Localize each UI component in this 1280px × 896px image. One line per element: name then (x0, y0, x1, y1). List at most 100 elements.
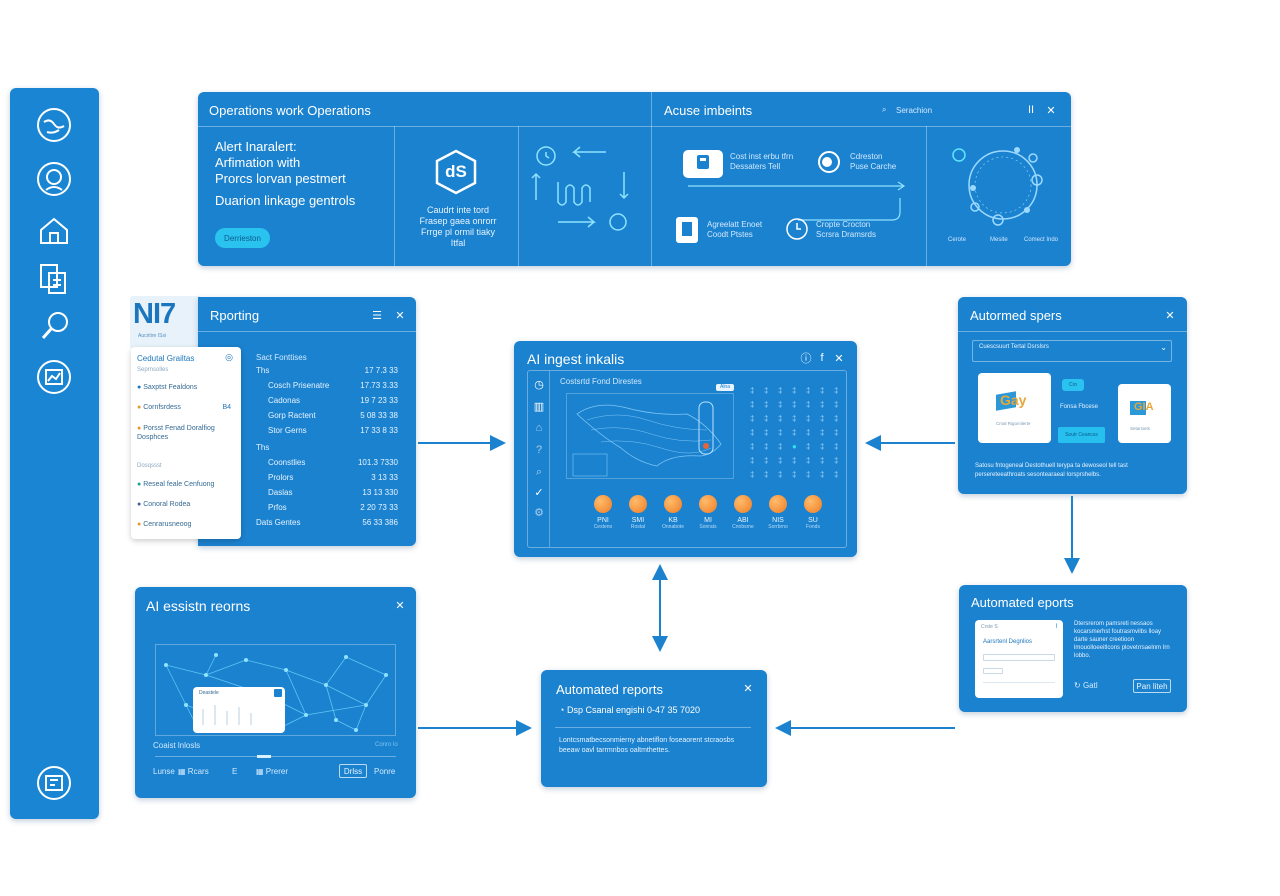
operations-panel: Operations work Operations Acuse imbeint… (198, 92, 1071, 266)
orbit-label: Mesite (990, 237, 1008, 243)
flow-item-text: Cropte Crocton Scrsra Dramsrds (816, 220, 876, 240)
grid-mark: ‡ (764, 456, 768, 465)
close-icon[interactable]: ✕ (743, 682, 753, 695)
clock-icon[interactable] (785, 217, 809, 241)
dropdown-input[interactable]: Cuescsuurt Tertal Dsrslsrs ⌄ (972, 340, 1172, 362)
table-row[interactable]: Ths (256, 443, 398, 457)
pan-liteh-button[interactable]: Pan liteh (1133, 679, 1171, 693)
drlss-button[interactable]: Drlss (339, 764, 367, 778)
logo-text: NI7 (133, 298, 176, 330)
row-value: 101.3 7330 (357, 458, 398, 467)
form-card[interactable]: Crste S ⌇ Aarsrtenl Degnlios (975, 620, 1063, 698)
chart-icon[interactable] (35, 358, 73, 396)
duration-line: Duarion linkage gentrols (215, 193, 356, 208)
search-field[interactable]: ⌕ Serachion (880, 102, 1010, 120)
search-icon[interactable]: ⌕ (535, 465, 543, 478)
card-section: Dosqssst (137, 463, 162, 469)
globe-icon[interactable] (35, 106, 73, 144)
filter-icon[interactable]: f (820, 352, 824, 364)
edit-icon[interactable] (274, 689, 282, 697)
help-icon[interactable]: ? (535, 444, 543, 456)
lock-icon[interactable]: ⌂ (535, 422, 543, 434)
middle-button[interactable]: Soutr Ceancss (1058, 427, 1105, 443)
close-icon[interactable]: ✕ (395, 309, 405, 322)
close-icon[interactable]: ✕ (834, 352, 844, 365)
disc-icon[interactable] (817, 150, 841, 174)
popup-card[interactable]: Deastele (193, 687, 285, 733)
item-label: Conoral Rodea (143, 501, 191, 508)
bottom-item[interactable]: ▦ Rcars (178, 767, 209, 776)
dot-grid-svg: ‡‡‡‡‡‡‡‡‡‡‡‡‡‡‡‡‡‡‡‡‡‡‡‡‡‡‡‡‡‡‡●‡‡‡‡‡‡‡‡… (750, 386, 838, 479)
flow-item-line: Dessaters Tell (730, 162, 781, 171)
dot-sublabel: Fonds (806, 524, 820, 530)
info-icon[interactable]: ⓘ (800, 353, 812, 365)
chip[interactable]: Cro (1062, 379, 1084, 391)
check-icon[interactable]: ✓ (534, 486, 544, 499)
list-item[interactable]: ● Cornfsrdess (137, 404, 181, 411)
clock-icon[interactable]: ◷ (534, 378, 544, 391)
document-icon[interactable] (35, 260, 73, 298)
alert-line: Arfimation with (215, 155, 301, 170)
derrieston-button[interactable]: Derrieston (215, 228, 270, 248)
calendar-icon: ▦ (178, 767, 186, 776)
list-item[interactable]: ● Reseal feale Cenfuong (137, 481, 214, 488)
home-icon[interactable] (35, 212, 73, 250)
network-edge (285, 669, 327, 686)
network-node (204, 673, 208, 677)
badge: B4 (222, 404, 231, 411)
bottom-item[interactable]: ▦ Prerer (256, 767, 288, 776)
list-item[interactable]: ● Cenrarusneoog (137, 521, 191, 528)
close-icon[interactable]: ✕ (1046, 104, 1056, 117)
bottom-item[interactable]: Lunse (153, 767, 175, 776)
settings-icon[interactable] (35, 764, 73, 802)
tool-rail: ◷ ▥ ⌂ ? ⌕ ✓ ⚙ (528, 371, 550, 547)
list-item[interactable]: ● Saxptst Fealdons (137, 384, 197, 391)
close-icon[interactable]: ✕ (1165, 309, 1175, 322)
flow-item[interactable] (683, 150, 723, 178)
menu-icon[interactable]: ☰ (372, 309, 382, 322)
form-title: Aarsrtenl Degnlios (983, 639, 1033, 645)
list-item[interactable]: ● Conoral Rodea (137, 501, 190, 508)
form-field[interactable] (983, 654, 1055, 661)
grid-mark: ‡ (834, 470, 838, 479)
map-button[interactable]: Alna (716, 384, 734, 391)
close-icon[interactable]: ✕ (395, 599, 405, 612)
settings-icon[interactable]: ⚙ (534, 506, 544, 519)
search-icon[interactable] (37, 308, 73, 344)
flow-item[interactable] (676, 217, 698, 243)
grid-mark: ‡ (806, 470, 810, 479)
progress-bar[interactable] (257, 755, 271, 758)
map-area[interactable] (566, 393, 734, 479)
pause-icon[interactable]: II (1027, 104, 1035, 116)
tile-card[interactable]: Gay Cmal Rigomilerte (978, 373, 1051, 443)
grid-mark: ‡ (750, 414, 754, 423)
bottom-item[interactable]: E (232, 767, 238, 776)
face-icon[interactable] (35, 160, 73, 198)
network-edge (305, 704, 367, 716)
grid-icon[interactable]: ▥ (533, 400, 545, 413)
grid-mark: ‡ (834, 386, 838, 395)
grid-mark: ● (792, 442, 797, 451)
tile-card[interactable]: GIA Setarsiets (1118, 384, 1171, 443)
alert-line: Prorcs lorvan pestmert (215, 171, 346, 186)
row-key: Stor Gerns (268, 426, 307, 435)
list-item[interactable]: ● Porsst Fenad Doralfiog Dosphces (137, 424, 217, 442)
form-field[interactable] (983, 668, 1003, 674)
